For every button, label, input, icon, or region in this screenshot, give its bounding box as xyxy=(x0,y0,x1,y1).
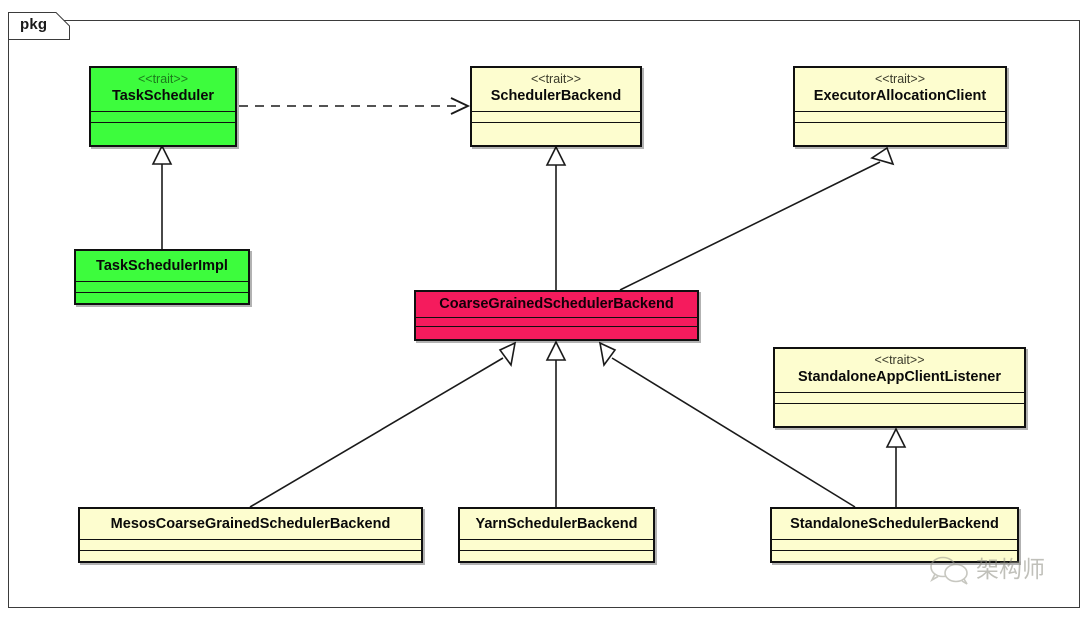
operations-compartment xyxy=(80,550,421,561)
class-box-scheduler-backend[interactable]: <<trait>> SchedulerBackend xyxy=(470,66,642,147)
attributes-compartment xyxy=(91,111,235,122)
attributes-compartment xyxy=(772,539,1017,550)
operations-compartment xyxy=(76,292,248,303)
attributes-compartment xyxy=(416,317,697,326)
class-name: MesosCoarseGrainedSchedulerBackend xyxy=(110,516,391,532)
class-box-coarse-grained-scheduler-backend[interactable]: CoarseGrainedSchedulerBackend xyxy=(414,290,699,341)
attributes-compartment xyxy=(795,111,1005,122)
class-name: ExecutorAllocationClient xyxy=(813,88,987,104)
attributes-compartment xyxy=(472,111,640,122)
stereotype-label: <<trait>> xyxy=(874,72,926,86)
class-header: CoarseGrainedSchedulerBackend xyxy=(416,292,697,317)
package-frame xyxy=(8,20,1080,608)
class-box-task-scheduler[interactable]: <<trait>> TaskScheduler xyxy=(89,66,237,147)
operations-compartment xyxy=(795,122,1005,136)
class-box-standalone-app-client-listener[interactable]: <<trait>> StandaloneAppClientListener xyxy=(773,347,1026,428)
attributes-compartment xyxy=(775,392,1024,403)
class-name: StandaloneAppClientListener xyxy=(797,369,1002,385)
class-header: YarnSchedulerBackend xyxy=(460,509,653,539)
operations-compartment xyxy=(472,122,640,136)
class-header: <<trait>> SchedulerBackend xyxy=(472,68,640,111)
stereotype-label: <<trait>> xyxy=(530,72,582,86)
class-name: CoarseGrainedSchedulerBackend xyxy=(439,296,674,312)
operations-compartment xyxy=(416,326,697,337)
class-name: TaskSchedulerImpl xyxy=(96,258,228,274)
operations-compartment xyxy=(460,550,653,561)
attributes-compartment xyxy=(76,281,248,292)
package-label: pkg xyxy=(20,16,48,33)
operations-compartment xyxy=(772,550,1017,561)
class-box-standalone-scheduler-backend[interactable]: StandaloneSchedulerBackend xyxy=(770,507,1019,563)
class-box-yarn-scheduler-backend[interactable]: YarnSchedulerBackend xyxy=(458,507,655,563)
class-header: TaskSchedulerImpl xyxy=(76,251,248,281)
operations-compartment xyxy=(775,403,1024,417)
class-header: MesosCoarseGrainedSchedulerBackend xyxy=(80,509,421,539)
class-header: <<trait>> TaskScheduler xyxy=(91,68,235,111)
attributes-compartment xyxy=(80,539,421,550)
class-header: <<trait>> ExecutorAllocationClient xyxy=(795,68,1005,111)
class-name: SchedulerBackend xyxy=(490,88,622,104)
class-name: YarnSchedulerBackend xyxy=(475,516,638,532)
class-box-mesos-coarse-grained-scheduler-backend[interactable]: MesosCoarseGrainedSchedulerBackend xyxy=(78,507,423,563)
package-tab xyxy=(8,12,70,40)
class-box-executor-allocation-client[interactable]: <<trait>> ExecutorAllocationClient xyxy=(793,66,1007,147)
operations-compartment xyxy=(91,122,235,136)
stereotype-label: <<trait>> xyxy=(874,353,925,367)
class-name: TaskScheduler xyxy=(111,88,215,104)
class-name: StandaloneSchedulerBackend xyxy=(790,516,999,532)
class-box-task-scheduler-impl[interactable]: TaskSchedulerImpl xyxy=(74,249,250,305)
class-header: StandaloneSchedulerBackend xyxy=(772,509,1017,539)
stereotype-label: <<trait>> xyxy=(137,72,189,86)
class-header: <<trait>> StandaloneAppClientListener xyxy=(775,349,1024,392)
attributes-compartment xyxy=(460,539,653,550)
